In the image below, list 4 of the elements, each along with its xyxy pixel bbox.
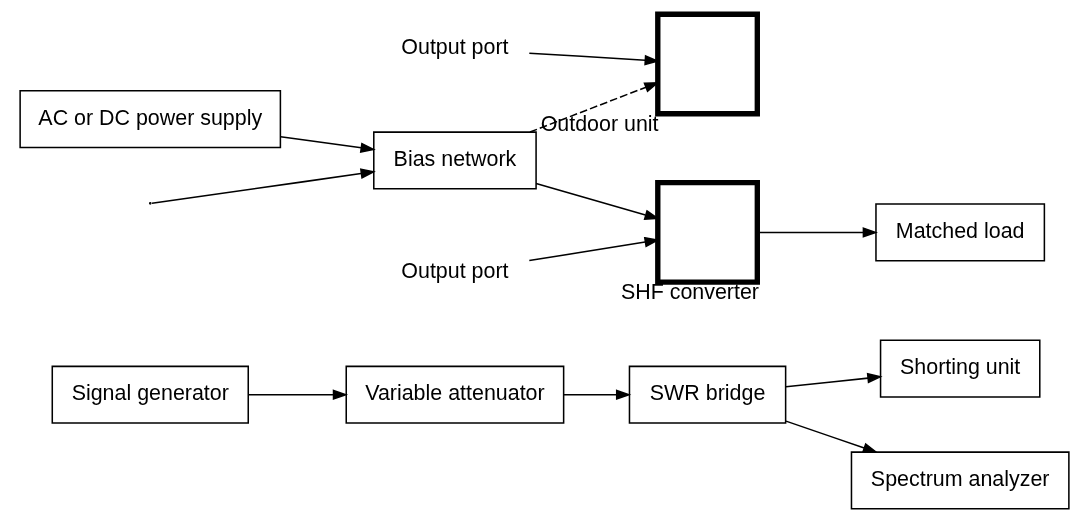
node-label: SHF converter — [620, 280, 759, 305]
node-label: Outdoor unit — [540, 111, 659, 136]
node-text: Output port — [401, 258, 509, 283]
node-text: Output port — [401, 35, 509, 60]
